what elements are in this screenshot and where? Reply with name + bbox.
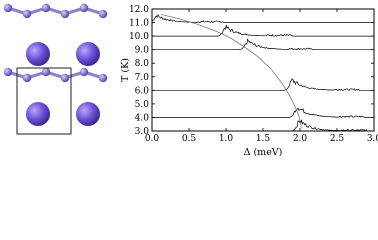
y-tick-label: 12.0 [129,5,149,15]
chain-atom [41,3,51,13]
x-tick-label: 0.5 [182,134,197,144]
lower-large-atoms [26,102,100,126]
large-atom [76,102,100,126]
spectrum-trace [152,37,374,51]
chain-atom [60,9,70,19]
plot-border [151,8,375,132]
x-tick-label: 3.0 [367,134,378,144]
lower-atom-chain [3,67,108,83]
x-tick-label: 2.5 [330,134,345,144]
gap-curve-layer [160,14,302,129]
large-atom [76,42,100,66]
x-tick-label: 1.5 [256,134,271,144]
y-tick-label: 7.0 [135,73,150,83]
chain-atom [79,67,89,77]
chain-atom [3,67,13,77]
x-tick-label: 0.0 [145,134,160,144]
plot-frame [151,8,375,132]
ticks-layer: 0.0 0.5 1.0 1.5 2.0 2.5 3.0 3.0 4.0 5.0 6.0 7.0 8.0 9… [129,5,378,144]
gap-curve [160,14,302,129]
large-atom [26,102,50,126]
spectrum-trace [152,107,374,118]
spectrum-trace [151,13,374,23]
chain-atom [41,67,51,77]
y-tick-label: 8.0 [135,59,150,69]
chain-atom [3,3,13,13]
chain-atom [98,73,108,83]
chain-atom [22,9,32,19]
y-tick-label: 3.0 [135,127,150,137]
chain-atom [60,73,70,83]
y-axis-label: T (K) [120,58,131,82]
upper-large-atoms [26,42,100,66]
x-tick-label: 1.0 [219,134,234,144]
x-axis-label: Δ (meV) [244,147,283,158]
chain-atom [98,9,108,19]
spectrum-trace [152,24,374,37]
spectrum-trace [152,78,374,91]
y-tick-label: 11.0 [129,19,149,29]
chain-atom [22,73,32,83]
chain-atom [79,3,89,13]
large-atom [26,42,50,66]
x-tick-label: 2.0 [293,134,308,144]
y-tick-label: 4.0 [135,113,150,123]
y-tick-label: 5.0 [135,100,150,110]
spectra-layer [151,13,374,132]
crystal-structure-diagram [3,3,108,135]
upper-atom-chain [3,3,108,19]
y-tick-label: 9.0 [135,46,150,56]
y-tick-label: 10.0 [129,32,149,42]
figure: 0.0 0.5 1.0 1.5 2.0 2.5 3.0 3.0 4.0 5.0 6.0 7.0 8.0 9… [3,3,378,158]
y-tick-label: 6.0 [135,86,150,96]
tunneling-spectra-chart: 0.0 0.5 1.0 1.5 2.0 2.5 3.0 3.0 4.0 5.0 6.0 7.0 8.0 9… [120,5,378,158]
unit-cell-box [16,67,72,135]
